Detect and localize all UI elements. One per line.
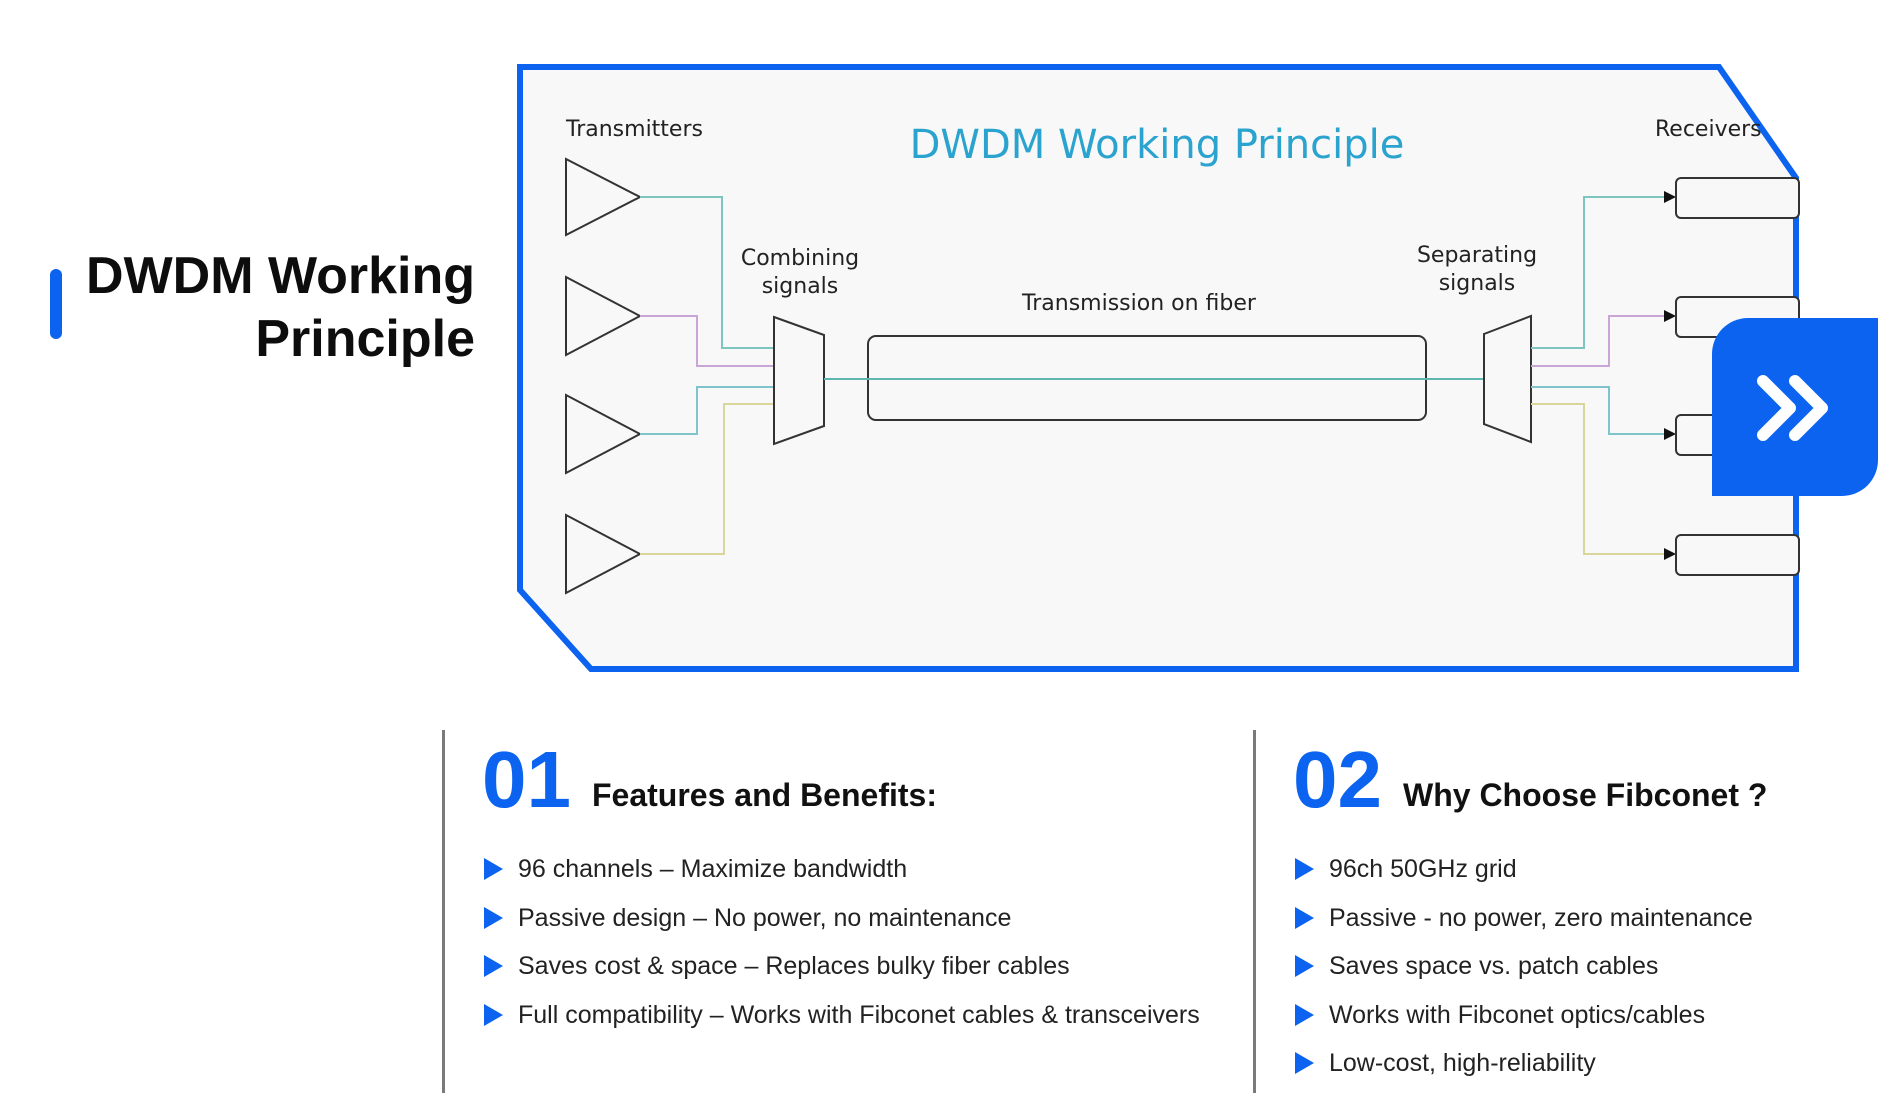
why-heading: Why Choose Fibconet ? bbox=[1403, 777, 1768, 813]
triangle-bullet-icon bbox=[1295, 1052, 1314, 1075]
triangle-bullet-icon bbox=[1295, 1003, 1314, 1026]
divider bbox=[1253, 730, 1256, 1093]
combining-label-2: signals bbox=[762, 274, 839, 299]
section-title: DWDM Working Principle bbox=[50, 245, 475, 371]
transmitter-4 bbox=[565, 513, 643, 595]
info-columns: 01 Features and Benefits: 96 channels – … bbox=[0, 730, 1899, 1093]
receiver-1 bbox=[1675, 177, 1800, 219]
separating-label-2: signals bbox=[1439, 271, 1516, 296]
fiber-label: Transmission on fiber bbox=[1021, 291, 1257, 316]
features-heading: Features and Benefits: bbox=[592, 777, 937, 813]
tx-line-2 bbox=[640, 315, 776, 367]
features-column: 01 Features and Benefits: 96 channels – … bbox=[442, 730, 1242, 1093]
receivers-label: Receivers bbox=[1655, 117, 1762, 142]
section-number: 02 bbox=[1293, 735, 1382, 824]
separator bbox=[1483, 314, 1532, 444]
next-button[interactable] bbox=[1712, 318, 1878, 496]
rx-line-3 bbox=[1531, 386, 1666, 435]
tx-line-4 bbox=[640, 403, 776, 555]
list-item: Saves space vs. patch cables bbox=[1295, 942, 1753, 991]
triangle-bullet-icon bbox=[484, 1003, 503, 1026]
rx-line-1 bbox=[1531, 196, 1666, 349]
triangle-bullet-icon bbox=[1295, 858, 1314, 881]
rx-line-4 bbox=[1531, 403, 1666, 555]
triangle-bullet-icon bbox=[484, 858, 503, 881]
transmitters-label: Transmitters bbox=[565, 117, 703, 142]
list-item: Full compatibility – Works with Fibconet… bbox=[484, 991, 1200, 1040]
transmitter-1 bbox=[565, 157, 643, 237]
dwdm-diagram: Transmitters Receivers DWDM Working Prin… bbox=[516, 63, 1876, 675]
list-item: 96ch 50GHz grid bbox=[1295, 845, 1753, 894]
triangle-bullet-icon bbox=[1295, 906, 1314, 929]
separating-label-1: Separating bbox=[1417, 243, 1537, 268]
list-item: Saves cost & space – Replaces bulky fibe… bbox=[484, 942, 1200, 991]
combiner bbox=[773, 315, 825, 446]
accent-bar bbox=[50, 269, 62, 339]
features-list: 96 channels – Maximize bandwidth Passive… bbox=[484, 845, 1200, 1039]
combining-label-1: Combining bbox=[741, 246, 859, 271]
divider bbox=[442, 730, 445, 1093]
section-number: 01 bbox=[482, 735, 571, 824]
triangle-bullet-icon bbox=[1295, 955, 1314, 978]
why-column: 02 Why Choose Fibconet ? 96ch 50GHz grid… bbox=[1253, 730, 1893, 1093]
transmitter-2 bbox=[565, 275, 643, 357]
receiver-4 bbox=[1675, 534, 1800, 576]
tx-line-1 bbox=[640, 196, 776, 349]
triangle-bullet-icon bbox=[484, 955, 503, 978]
why-list: 96ch 50GHz grid Passive - no power, zero… bbox=[1295, 845, 1753, 1088]
list-item: Passive - no power, zero maintenance bbox=[1295, 894, 1753, 943]
diagram-title: DWDM Working Principle bbox=[910, 122, 1405, 168]
list-item: Works with Fibconet optics/cables bbox=[1295, 991, 1753, 1040]
tx-line-3 bbox=[640, 386, 776, 435]
rx-line-2 bbox=[1531, 315, 1666, 367]
list-item: 96 channels – Maximize bandwidth bbox=[484, 845, 1200, 894]
list-item: Low-cost, high-reliability bbox=[1295, 1039, 1753, 1088]
list-item: Passive design – No power, no maintenanc… bbox=[484, 894, 1200, 943]
triangle-bullet-icon bbox=[484, 906, 503, 929]
transmitter-3 bbox=[565, 393, 643, 475]
section-heading: DWDM Working Principle bbox=[86, 247, 475, 368]
double-chevron-right-icon bbox=[1757, 375, 1828, 441]
